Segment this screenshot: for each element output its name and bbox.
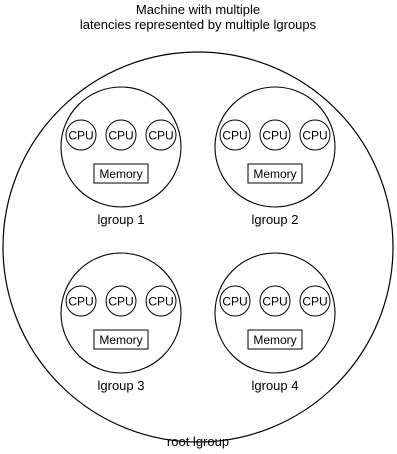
memory-label: Memory [99, 333, 142, 347]
cpu-label: CPU [108, 295, 133, 309]
cpu-circle [65, 119, 97, 151]
lgroup-3: CPU CPU CPU Memory lgroup 3 [60, 252, 182, 393]
cpu-label: CPU [108, 129, 133, 143]
lgroup-3-circle [60, 252, 182, 374]
cpu-label: CPU [302, 295, 327, 309]
lgroup-3-label: lgroup 3 [98, 378, 145, 393]
cpu-label: CPU [222, 129, 247, 143]
memory-box [247, 329, 303, 350]
cpu-circle [299, 119, 331, 151]
lgroup-2-label: lgroup 2 [252, 212, 299, 227]
memory-label: Memory [253, 167, 296, 181]
lgroup-1-label: lgroup 1 [98, 212, 145, 227]
cpu-circle [219, 119, 251, 151]
lgroup-4: CPU CPU CPU Memory lgroup 4 [214, 252, 336, 393]
cpu-label: CPU [148, 129, 173, 143]
cpu-circle [105, 119, 137, 151]
memory-label: Memory [253, 333, 296, 347]
memory-label: Memory [99, 167, 142, 181]
lgroup-2-circle [214, 86, 336, 208]
lgroup-2: CPU CPU CPU Memory lgroup 2 [214, 86, 336, 227]
memory-box [247, 163, 303, 184]
cpu-circle [145, 285, 177, 317]
root-lgroup-circle [2, 51, 394, 443]
title-line-2: latencies represented by multiple lgroup… [80, 17, 317, 32]
cpu-circle [259, 285, 291, 317]
root-lgroup-label: root lgroup [167, 434, 229, 449]
memory-box [93, 163, 149, 184]
cpu-circle [105, 285, 137, 317]
cpu-label: CPU [68, 295, 93, 309]
cpu-circle [299, 285, 331, 317]
cpu-label: CPU [68, 129, 93, 143]
cpu-label: CPU [302, 129, 327, 143]
cpu-label: CPU [148, 295, 173, 309]
cpu-circle [145, 119, 177, 151]
lgroup-1-circle [60, 86, 182, 208]
lgroup-4-circle [214, 252, 336, 374]
memory-box [93, 329, 149, 350]
lgroups-layer: CPU CPU CPU Memory lgroup 1 CPU CPU CPU Memory lg… [60, 86, 336, 393]
cpu-circle [259, 119, 291, 151]
title-line-1: Machine with multiple [136, 2, 260, 17]
lgroup-1: CPU CPU CPU Memory lgroup 1 [60, 86, 182, 227]
cpu-label: CPU [222, 295, 247, 309]
cpu-circle [65, 285, 97, 317]
lgroup-4-label: lgroup 4 [252, 378, 299, 393]
cpu-circle [219, 285, 251, 317]
cpu-label: CPU [262, 295, 287, 309]
cpu-label: CPU [262, 129, 287, 143]
